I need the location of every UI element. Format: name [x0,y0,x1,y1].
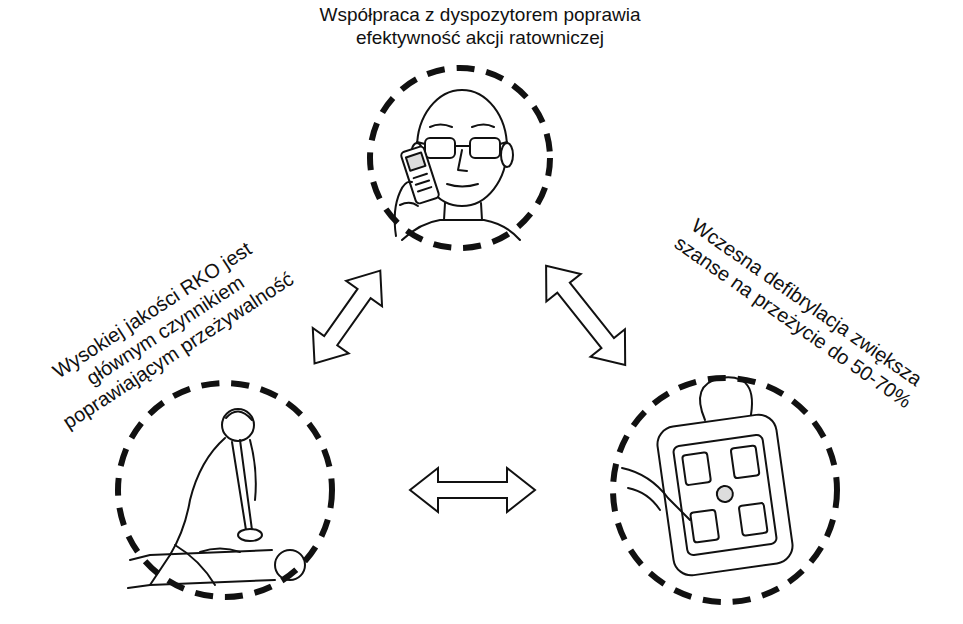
dispatcher-illustration-part [430,125,494,128]
cpr-illustration [128,409,305,588]
aed-illustration-part [622,468,690,520]
double-arrow [313,271,382,364]
node-caption: Wysokiej jakości RKO jest głównym czynni… [24,221,306,439]
dispatcher-illustration-part [417,142,507,146]
caption-holder: Współpraca z dyspozytorem poprawia efekt… [290,4,670,50]
dispatcher-illustration-part [458,150,467,171]
node-caption: Wczesna defibrylacja zwiększa szanse na … [663,206,936,417]
dispatcher-illustration-part [425,138,455,158]
dispatcher-illustration-part-part [406,153,426,171]
aed-illustration-part [700,377,752,420]
dashed-circle [367,65,553,251]
dispatcher-illustration-part [447,184,478,187]
dashed-circle-outline [118,383,332,597]
double-arrow [410,468,535,512]
dispatcher-illustration [395,90,520,240]
cpr-illustration-part [222,409,254,441]
aed-illustration-part-part [682,452,711,485]
cpr-illustration-part [150,545,215,585]
circle-node: Współpraca z dyspozytorem poprawia efekt… [367,65,553,251]
cpr-illustration-part [232,440,252,530]
aed-illustration-part-part [655,412,795,577]
cpr-illustration-part [170,438,225,555]
cpr-illustration-part [250,440,256,500]
dispatcher-illustration-part [470,138,500,158]
dispatcher-illustration-part [501,143,513,167]
aed-illustration-part-part [690,510,719,543]
aed-illustration-part-part [731,445,760,478]
aed-illustration [622,377,795,577]
dashed-circle [610,375,840,605]
caption-holder: Wysokiej jakości RKO jest głównym czynni… [24,221,306,439]
dispatcher-illustration-part-part [400,146,440,205]
dashed-circle [115,380,335,600]
aed-illustration-part [628,488,660,510]
cpr-illustration-part [200,549,240,553]
cpr-illustration-part [226,411,252,420]
aed-illustration-part-part [739,503,768,536]
aed-illustration-part-part [716,485,734,503]
dispatcher-illustration-part [400,146,440,205]
dispatcher-illustration-part [395,182,418,236]
aed-illustration-part-part [673,434,777,555]
aed-illustration-part [655,412,795,577]
dashed-circle-outline [370,68,550,248]
dispatcher-illustration-part-part [414,174,432,192]
node-caption: Współpraca z dyspozytorem poprawia efekt… [290,4,670,50]
caption-holder: Wczesna defibrylacja zwiększa szanse na … [663,206,936,417]
circle-node: Wysokiej jakości RKO jest głównym czynni… [115,380,335,600]
cpr-illustration-part [238,529,262,541]
circle-node: Wczesna defibrylacja zwiększa szanse na … [610,375,840,605]
dashed-circle-outline [613,378,837,602]
double-arrow [546,266,625,365]
